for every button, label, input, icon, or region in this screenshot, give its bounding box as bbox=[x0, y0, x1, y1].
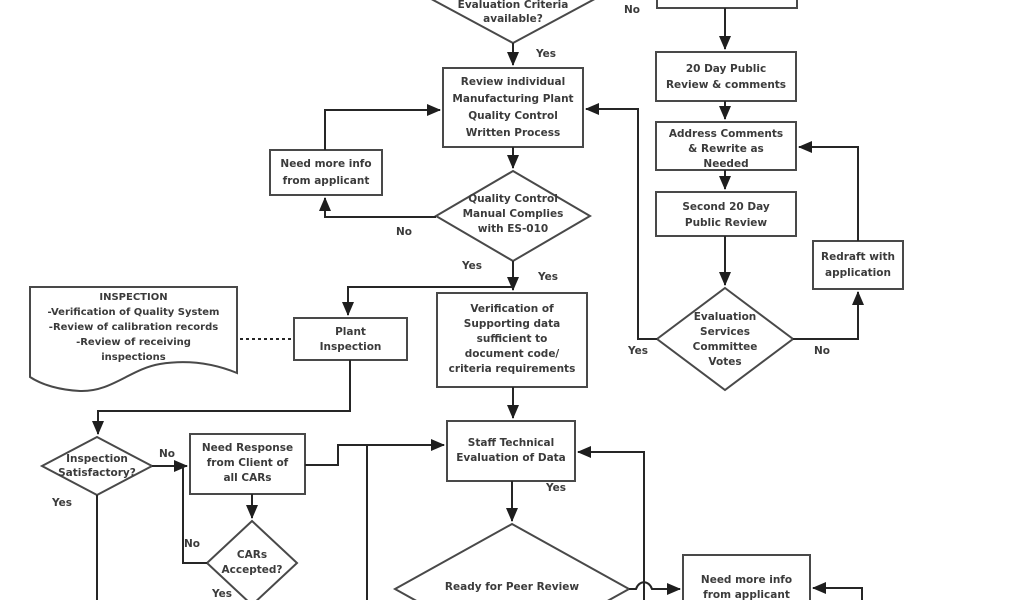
decision-evaluation-criteria-shape bbox=[431, 0, 595, 45]
connector-votes-yes-to-review bbox=[585, 103, 657, 340]
connector-redraft-to-address bbox=[798, 141, 859, 241]
process-20-day-review-shape bbox=[655, 51, 797, 102]
connector-needresponse-to-staff bbox=[305, 439, 445, 466]
process-verification-shape bbox=[436, 292, 588, 388]
connector-needinfo-to-review bbox=[324, 104, 441, 150]
process-second-20-day-shape bbox=[655, 191, 797, 237]
decision-ready-peer-review-shape bbox=[392, 522, 632, 600]
connector-votes-no-to-redraft bbox=[793, 291, 864, 340]
connector-plant-to-satisfactory bbox=[92, 360, 351, 435]
process-review-individual-shape bbox=[442, 67, 584, 148]
process-need-more-info-top-shape bbox=[269, 149, 383, 196]
connector-bottom-feedback-to-staff bbox=[577, 446, 645, 600]
process-redraft-shape bbox=[812, 240, 904, 290]
connector-qc-yes-to-plant bbox=[342, 286, 513, 316]
process-need-more-info-bottom-shape bbox=[682, 554, 811, 600]
process-address-comments-shape bbox=[655, 121, 797, 171]
process-top-right-cut-shape bbox=[656, 0, 798, 9]
connector-qc-no-to-needinfo bbox=[319, 197, 436, 218]
connector-cars-no-loop bbox=[182, 466, 207, 564]
connector-ready-to-needinfo-bottom bbox=[629, 581, 681, 595]
decision-qc-manual-shape bbox=[434, 169, 592, 263]
document-inspection-shape bbox=[29, 286, 238, 393]
decision-evaluation-services-shape bbox=[655, 286, 795, 392]
process-need-response-shape bbox=[189, 433, 306, 495]
decision-inspection-satisfactory-shape bbox=[39, 435, 155, 497]
process-plant-inspection-shape bbox=[293, 317, 408, 361]
process-staff-technical-shape bbox=[446, 420, 576, 482]
connector-bottom-right-to-needinfo bbox=[812, 582, 863, 600]
decision-cars-accepted-shape bbox=[205, 519, 299, 600]
